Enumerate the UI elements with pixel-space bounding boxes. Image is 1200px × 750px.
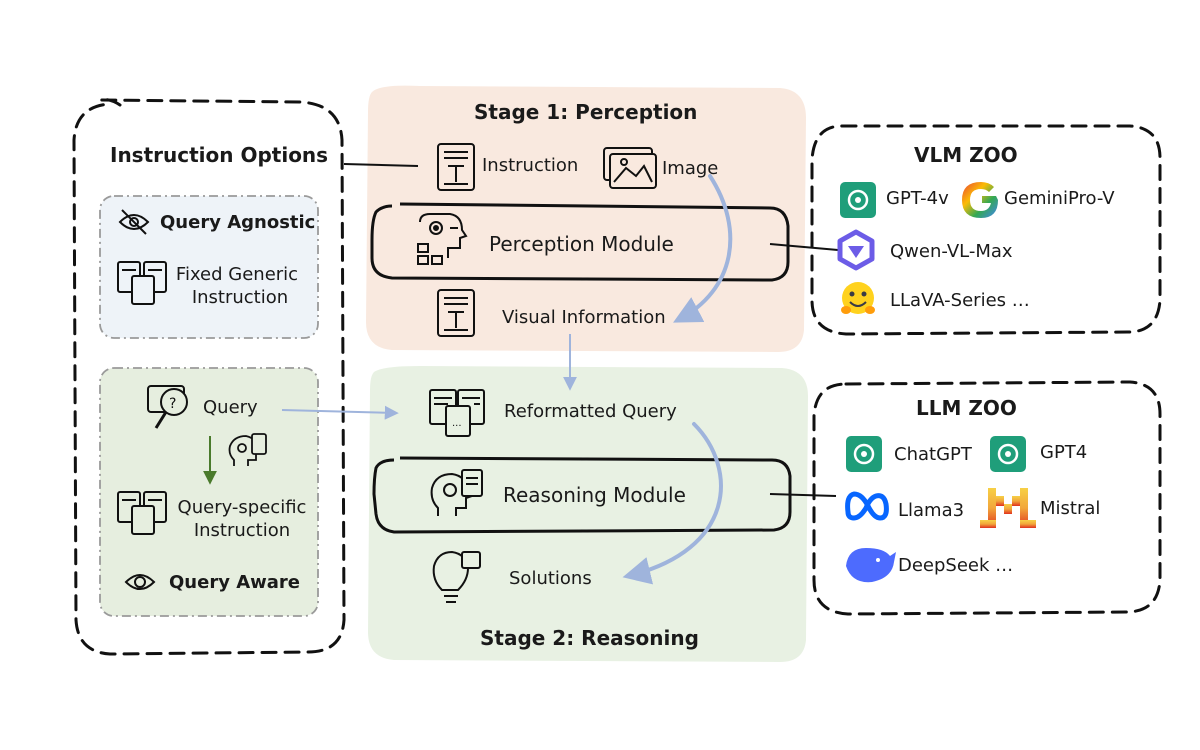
- query-aware-title: Query Aware: [169, 572, 300, 593]
- reformatted-to-solutions-arrow: [622, 422, 723, 585]
- query-specific-line1: Query-specific: [177, 497, 307, 518]
- vlm-zoo-title: VLM ZOO: [914, 143, 1018, 167]
- instruction-doc-icon: [437, 143, 475, 191]
- specific-docs-icon: [117, 491, 167, 535]
- image-picture-icon: [603, 147, 657, 189]
- qwen-icon: [837, 229, 875, 271]
- query-search-icon: ?: [147, 385, 188, 429]
- llm-item-gpt4: GPT4: [1040, 442, 1088, 463]
- perception-module-label: Perception Module: [489, 232, 674, 256]
- reasoning-to-llm-line: [769, 493, 837, 497]
- fixed-generic-line2: Instruction: [191, 287, 289, 308]
- stage2-title: Stage 2: Reasoning: [480, 626, 699, 650]
- svg-text:...: ...: [452, 418, 462, 429]
- reformatted-docs-icon: ...: [429, 389, 485, 437]
- instruction-options-box: [72, 98, 346, 656]
- perception-brain-icon: [417, 213, 468, 265]
- image-label: Image: [662, 158, 719, 179]
- llm-item-mistral: Mistral: [1040, 498, 1101, 519]
- eye-icon: [124, 574, 156, 590]
- eye-slash-icon: [118, 209, 150, 235]
- thinking-head-icon: [228, 433, 267, 466]
- stage1-title: Stage 1: Perception: [474, 100, 698, 124]
- solutions-label: Solutions: [509, 568, 592, 589]
- llm-item-deepseek: DeepSeek …: [898, 555, 1014, 576]
- solutions-bulb-icon: [432, 550, 481, 603]
- mistral-icon: [980, 488, 1036, 528]
- vlm-item-geminipro: GeminiPro-V: [1004, 188, 1115, 209]
- perception-module-box: [370, 202, 790, 282]
- reasoning-head-icon: [430, 469, 483, 516]
- reasoning-module-box: [372, 456, 792, 534]
- visual-info-doc-icon: [437, 289, 475, 337]
- query-agnostic-title: Query Agnostic: [160, 212, 316, 233]
- reasoning-module-label: Reasoning Module: [503, 483, 686, 507]
- google-icon: [962, 182, 998, 218]
- meta-icon: [845, 491, 889, 521]
- vlm-item-llava: LLaVA-Series …: [890, 290, 1030, 311]
- vlm-item-gpt4v: GPT-4v: [886, 188, 949, 209]
- deepseek-icon: [846, 548, 896, 583]
- stage2-panel: [368, 366, 808, 662]
- openai-icon: [846, 436, 882, 472]
- llm-item-chatgpt: ChatGPT: [894, 444, 972, 465]
- query-specific-line2: Instruction: [193, 520, 291, 541]
- image-to-visual-arrow: [673, 174, 733, 323]
- llm-zoo-box: [812, 380, 1162, 616]
- stage1-panel: [366, 85, 806, 352]
- svg-text:?: ?: [169, 396, 176, 412]
- openai-icon: [990, 436, 1026, 472]
- options-to-instruction-line: [343, 163, 419, 167]
- query-to-reformatted-arrow: [281, 405, 399, 420]
- generic-docs-icon: [117, 261, 167, 305]
- query-label: Query: [203, 397, 258, 418]
- huggingface-icon: [841, 282, 875, 314]
- fixed-generic-line1: Fixed Generic: [175, 264, 299, 285]
- instruction-label: Instruction: [482, 155, 579, 176]
- reformatted-query-label: Reformatted Query: [504, 401, 677, 422]
- visual-information-label: Visual Information: [502, 307, 666, 328]
- llm-zoo-title: LLM ZOO: [916, 396, 1017, 420]
- perception-to-vlm-line: [769, 243, 839, 251]
- openai-icon: [840, 182, 876, 218]
- llm-item-llama3: Llama3: [898, 500, 965, 521]
- vlm-item-qwen: Qwen-VL-Max: [890, 241, 1013, 262]
- instruction-options-title: Instruction Options: [110, 143, 329, 167]
- vlm-zoo-box: [810, 124, 1162, 336]
- query-aware-panel: [99, 367, 319, 617]
